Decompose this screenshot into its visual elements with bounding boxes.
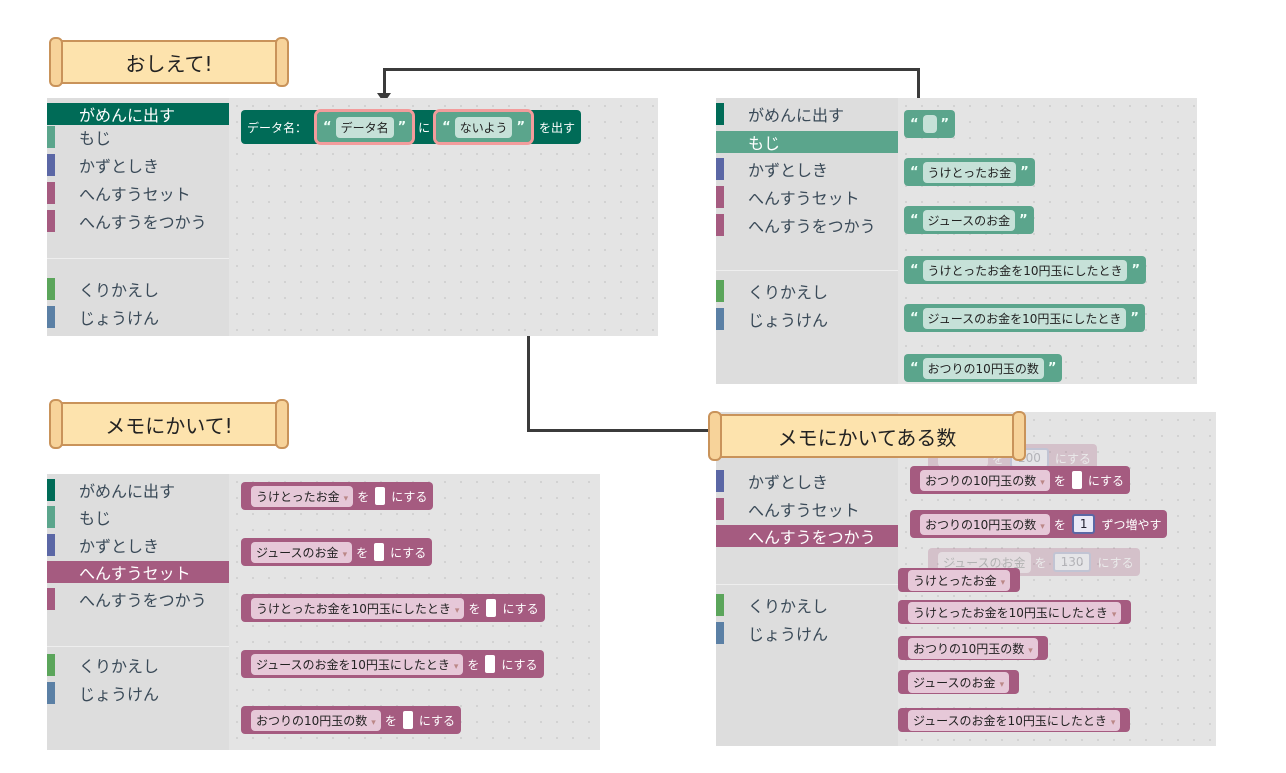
toolbox: がめんに出す もじ かずとしき へんすうセット へんすうをつかう くりかえし じ… (716, 98, 898, 384)
name-field[interactable]: データ名 (335, 116, 394, 138)
toolbox-divider (47, 646, 229, 647)
toolbox-item-math[interactable]: かずとしき (716, 470, 828, 492)
toolbox: がめんに出す もじ かずとしき へんすうセット へんすうをつかう くりかえし じ… (47, 474, 229, 750)
workspace: データ名： “ データ名 ” に “ ないよう ” を出す (229, 98, 658, 336)
banner-memo-text: メモにかいて! (105, 413, 233, 438)
toolbox-item-text[interactable]: もじ (716, 131, 898, 153)
toolbox: かずとしき へんすうセット へんすうをつかう くりかえし じょうけん (716, 412, 898, 746)
var-dropdown[interactable]: ジュースのお金を10円玉にしたとき▾ (251, 653, 464, 675)
toolbox-item-var-set[interactable]: へんすうセット (47, 561, 229, 583)
var-dropdown[interactable]: うけとったお金▾ (251, 485, 354, 507)
set-var-block[interactable]: うけとったお金を10円玉にしたとき▾をにする (241, 594, 545, 622)
var-dropdown[interactable]: おつりの10円玉の数▾ (920, 469, 1050, 491)
toolbox-item-var-set[interactable]: へんすうセット (47, 182, 191, 204)
workspace: “” “うけとったお金” “ジュースのお金” “うけとったお金を10円玉にしたと… (898, 98, 1197, 384)
value-slot[interactable] (1071, 471, 1082, 489)
var-dropdown[interactable]: うけとったお金▾ (908, 569, 1011, 591)
value-slot[interactable] (486, 599, 497, 617)
toolbox-item-var-set[interactable]: へんすうセット (716, 498, 860, 520)
toolbox-item-math[interactable]: かずとしき (47, 154, 159, 176)
output-block[interactable]: データ名： “ データ名 ” に “ ないよう ” を出す (241, 109, 582, 145)
get-var-block[interactable]: ジュースのお金▾ (898, 670, 1020, 694)
toolbox-item-loop[interactable]: くりかえし (716, 280, 828, 302)
var-dropdown[interactable]: ジュースのお金を10円玉にしたとき▾ (908, 709, 1121, 731)
var-dropdown[interactable]: うけとったお金を10円玉にしたとき▾ (908, 601, 1122, 623)
banner-memo-number-text: メモにかいてある数 (777, 425, 957, 450)
var-dropdown[interactable]: おつりの10円玉の数▾ (251, 709, 381, 731)
toolbox-item-output[interactable]: がめんに出す (47, 103, 229, 125)
value-slot[interactable] (374, 543, 385, 561)
toolbox-item-var-use[interactable]: へんすうをつかう (716, 525, 898, 547)
get-var-block[interactable]: うけとったお金を10円玉にしたとき▾ (898, 600, 1132, 624)
var-dropdown[interactable]: おつりの10円玉の数▾ (908, 637, 1038, 659)
banner-teach: おしえて! (49, 37, 289, 87)
output-block-prefix: データ名： (247, 120, 308, 135)
toolbox-item-var-use[interactable]: へんすうをつかう (47, 588, 207, 610)
toolbox-item-math[interactable]: かずとしき (716, 158, 828, 180)
get-var-block[interactable]: ジュースのお金を10円玉にしたとき▾ (898, 708, 1131, 732)
value-slot[interactable] (402, 711, 413, 729)
toolbox-item-var-use[interactable]: へんすうをつかう (716, 214, 876, 236)
toolbox-item-loop[interactable]: くりかえし (716, 594, 828, 616)
toolbox-item-condition[interactable]: じょうけん (716, 308, 828, 330)
text-block[interactable]: “ジュースのお金を10円玉にしたとき” (904, 304, 1145, 332)
output-block-middle: に (418, 120, 431, 135)
toolbox-item-loop[interactable]: くりかえし (47, 278, 159, 300)
toolbox-item-text[interactable]: もじ (47, 506, 111, 528)
connector-arrow-top (383, 68, 920, 71)
toolbox-item-output[interactable]: がめんに出す (716, 103, 844, 125)
connector-arrow-bottom-horizontal (527, 429, 712, 432)
toolbox-item-math[interactable]: かずとしき (47, 534, 159, 556)
banner-teach-text: おしえて! (125, 51, 213, 76)
output-block-suffix: を出す (539, 120, 576, 135)
set-var-block[interactable]: うけとったお金▾をにする (241, 482, 434, 510)
value-slot[interactable] (485, 655, 496, 673)
text-block[interactable]: “うけとったお金” (904, 158, 1035, 186)
text-block[interactable]: “ジュースのお金” (904, 206, 1034, 234)
panel-text: がめんに出す もじ かずとしき へんすうセット へんすうをつかう くりかえし じ… (716, 98, 1197, 384)
panel-output: がめんに出す もじ かずとしき へんすうセット へんすうをつかう くりかえし じ… (47, 98, 658, 336)
get-var-block[interactable]: うけとったお金▾ (898, 568, 1021, 592)
toolbox-item-condition[interactable]: じょうけん (47, 306, 159, 328)
set-var-block[interactable]: ジュースのお金▾をにする (241, 538, 433, 566)
toolbox-divider (47, 258, 229, 259)
text-block[interactable]: “うけとったお金を10円玉にしたとき” (904, 256, 1147, 284)
set-var-block[interactable]: おつりの10円玉の数▾をにする (910, 466, 1130, 494)
panel-var-set: がめんに出す もじ かずとしき へんすうセット へんすうをつかう くりかえし じ… (47, 474, 600, 750)
toolbox-divider (716, 584, 898, 585)
text-block[interactable]: “おつりの10円玉の数” (904, 354, 1063, 382)
workspace: うけとったお金▾をにする ジュースのお金▾をにする うけとったお金を10円玉にし… (229, 474, 600, 750)
toolbox-item-text[interactable]: もじ (47, 126, 111, 148)
banner-memo-number: メモにかいてある数 (708, 411, 1026, 461)
var-dropdown[interactable]: ジュースのお金▾ (908, 671, 1010, 693)
set-var-block[interactable]: ジュースのお金を10円玉にしたとき▾をにする (241, 650, 544, 678)
toolbox: がめんに出す もじ かずとしき へんすうセット へんすうをつかう くりかえし じ… (47, 98, 229, 336)
toolbox-item-output[interactable]: がめんに出す (47, 479, 175, 501)
set-var-block[interactable]: おつりの10円玉の数▾をにする (241, 706, 461, 734)
connector-arrow-top-right-leg (917, 68, 920, 98)
var-dropdown[interactable]: ジュースのお金▾ (251, 541, 353, 563)
toolbox-item-condition[interactable]: じょうけん (716, 622, 828, 644)
text-block-empty[interactable]: “” (904, 110, 956, 138)
toolbox-divider (716, 270, 898, 271)
increment-value-field[interactable]: 1 (1071, 514, 1096, 534)
get-var-block[interactable]: おつりの10円玉の数▾ (898, 636, 1048, 660)
banner-memo: メモにかいて! (49, 399, 289, 449)
toolbox-item-loop[interactable]: くりかえし (47, 654, 159, 676)
var-dropdown[interactable]: うけとったお金を10円玉にしたとき▾ (251, 597, 465, 619)
content-field[interactable]: ないよう (454, 116, 513, 138)
var-dropdown[interactable]: おつりの10円玉の数▾ (920, 513, 1050, 535)
text-input-name[interactable]: “ データ名 ” (314, 109, 416, 145)
connector-arrow-top-left-leg (383, 68, 386, 96)
toolbox-item-condition[interactable]: じょうけん (47, 682, 159, 704)
toolbox-item-var-set[interactable]: へんすうセット (716, 186, 860, 208)
text-field-empty[interactable] (922, 115, 937, 133)
value-slot[interactable] (375, 487, 386, 505)
toolbox-item-var-use[interactable]: へんすうをつかう (47, 210, 207, 232)
text-input-content[interactable]: “ ないよう ” (433, 109, 534, 145)
